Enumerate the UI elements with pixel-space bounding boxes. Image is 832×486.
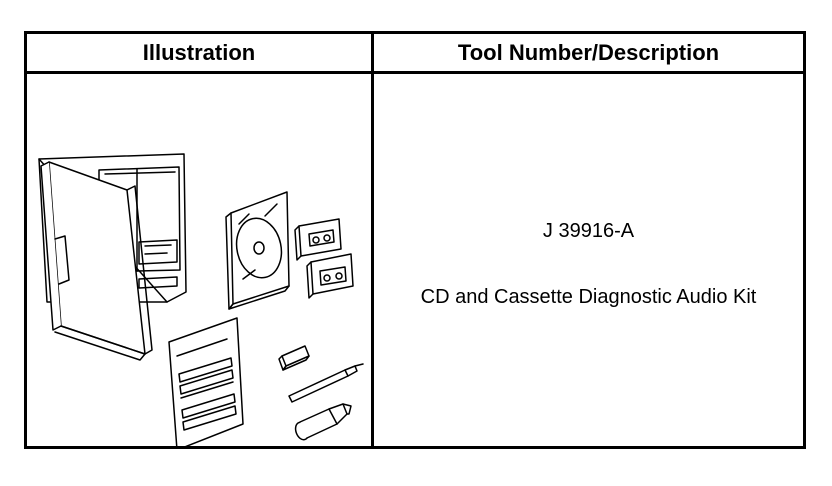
table-header-row: Illustration Tool Number/Description	[27, 34, 803, 74]
instruction-sheet-icon	[169, 318, 243, 446]
header-illustration: Illustration	[142, 40, 256, 65]
column-divider	[371, 34, 374, 446]
adapter-plug-icon	[279, 346, 309, 370]
illustration-cell	[27, 74, 371, 446]
cassette-icon	[295, 219, 341, 260]
tool-number: J 39916-A	[542, 220, 635, 242]
tool-info-cell: J 39916-A CD and Cassette Diagnostic Aud…	[374, 74, 803, 446]
binder-case-icon	[39, 154, 186, 360]
tool-table: Illustration Tool Number/Description	[24, 31, 806, 449]
tool-description: CD and Cassette Diagnostic Audio Kit	[420, 286, 757, 308]
header-tool-description: Tool Number/Description	[457, 40, 720, 65]
cassette-2-icon	[307, 254, 353, 298]
cd-case-icon	[226, 192, 289, 309]
probe-lead-icon	[289, 364, 363, 402]
connector-icon	[293, 404, 351, 442]
tool-kit-illustration	[27, 74, 371, 446]
